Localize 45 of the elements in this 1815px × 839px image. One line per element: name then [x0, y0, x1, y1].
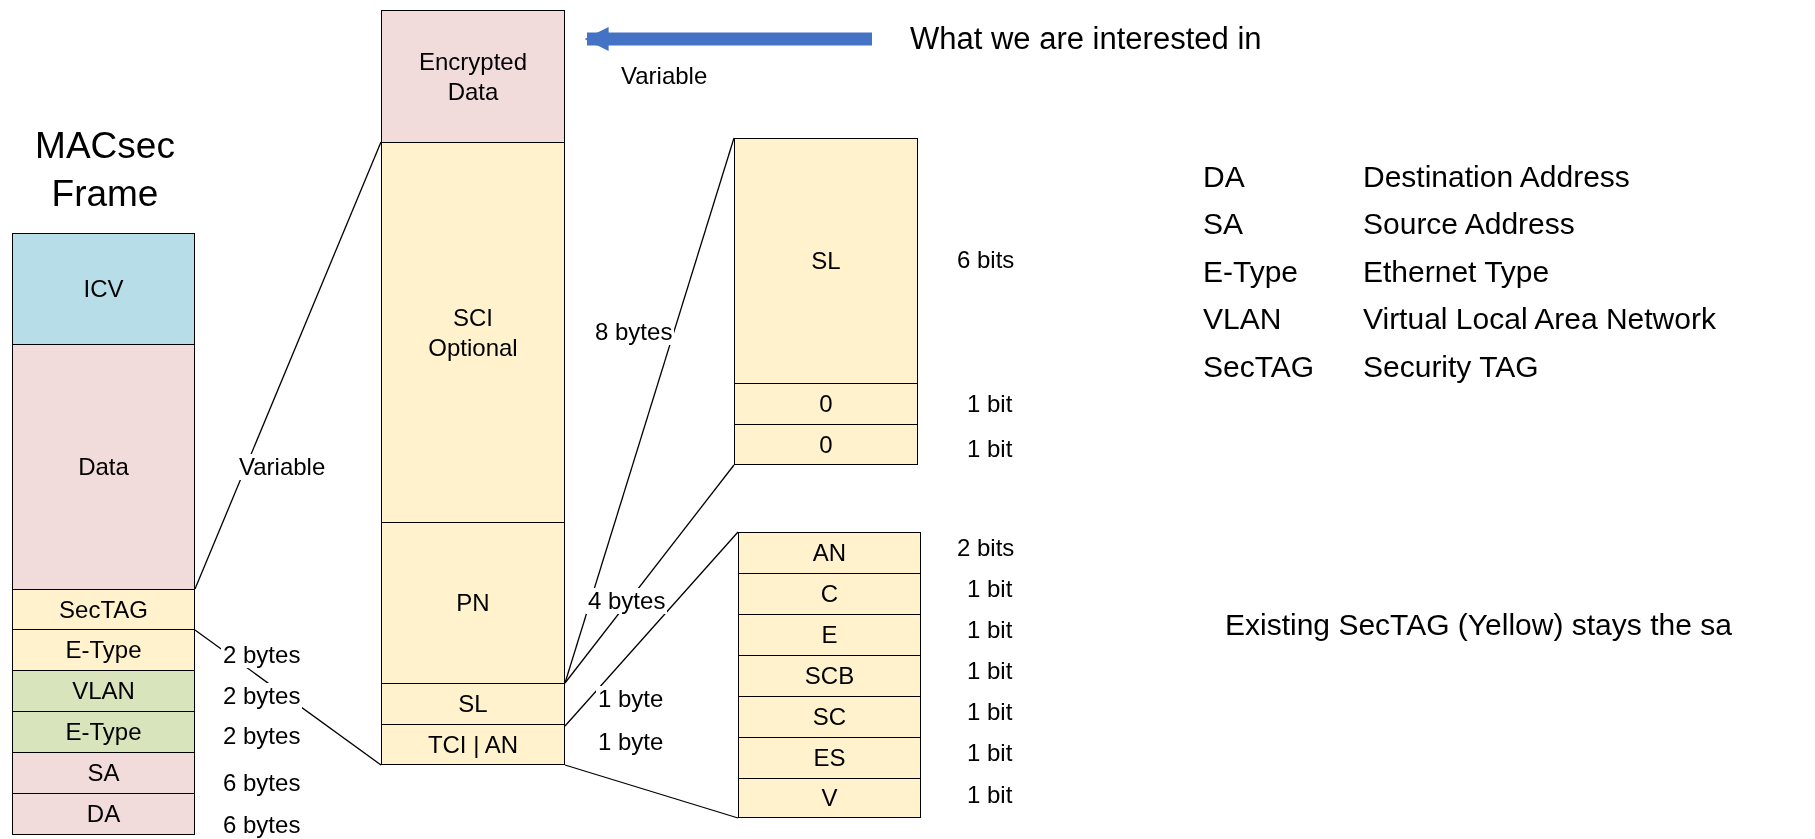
abbreviation: DA — [1203, 160, 1245, 194]
frame-field: SC — [738, 696, 921, 738]
diagram-title: MACsec Frame — [34, 124, 176, 216]
frame-field: E — [738, 614, 921, 656]
frame-field: ICV — [12, 233, 195, 345]
annotation-text: What we are interested in — [910, 18, 1350, 60]
frame-field: Encrypted Data — [381, 10, 565, 143]
expansion-line — [564, 764, 739, 819]
definition: Ethernet Type — [1363, 255, 1550, 289]
size-label: Variable — [237, 454, 328, 480]
frame-field: AN — [738, 532, 921, 574]
frame-field: Data — [12, 344, 195, 590]
frame-field: SecTAG — [12, 589, 195, 630]
frame-field: 0 — [734, 424, 918, 465]
definition: Source Address — [1363, 207, 1575, 241]
frame-field: V — [738, 778, 921, 818]
definition: Destination Address — [1363, 160, 1630, 194]
abbreviation: E-Type — [1203, 255, 1299, 289]
size-label: 2 bytes — [221, 683, 303, 709]
frame-field: E-Type — [12, 711, 195, 753]
definition: Virtual Local Area Network — [1363, 302, 1716, 336]
frame-field: C — [738, 573, 921, 615]
frame-field: SA — [12, 752, 195, 794]
abbreviation: SecTAG — [1203, 350, 1315, 384]
frame-field: VLAN — [12, 670, 195, 712]
expansion-line — [564, 137, 735, 684]
frame-field: E-Type — [12, 629, 195, 671]
expansion-line — [194, 141, 382, 590]
arrow — [584, 27, 872, 51]
frame-field: DA — [12, 793, 195, 835]
frame-field: SL — [381, 683, 565, 725]
expansion-line — [564, 531, 739, 727]
frame-field: TCI | AN — [381, 724, 565, 765]
frame-field: SCB — [738, 655, 921, 697]
size-label: 1 byte — [596, 686, 666, 712]
frame-field: PN — [381, 522, 565, 684]
frame-field: 0 — [734, 383, 918, 425]
frame-field: SCI Optional — [381, 142, 565, 523]
abbreviation: SA — [1203, 207, 1244, 241]
definition: Security TAG — [1363, 350, 1539, 384]
note-text: Existing SecTAG (Yellow) stays the sa — [1225, 608, 1732, 642]
abbreviation: VLAN — [1203, 302, 1282, 336]
size-label: 4 bytes — [586, 588, 668, 614]
frame-field: SL — [734, 138, 918, 384]
frame-field: ES — [738, 737, 921, 779]
